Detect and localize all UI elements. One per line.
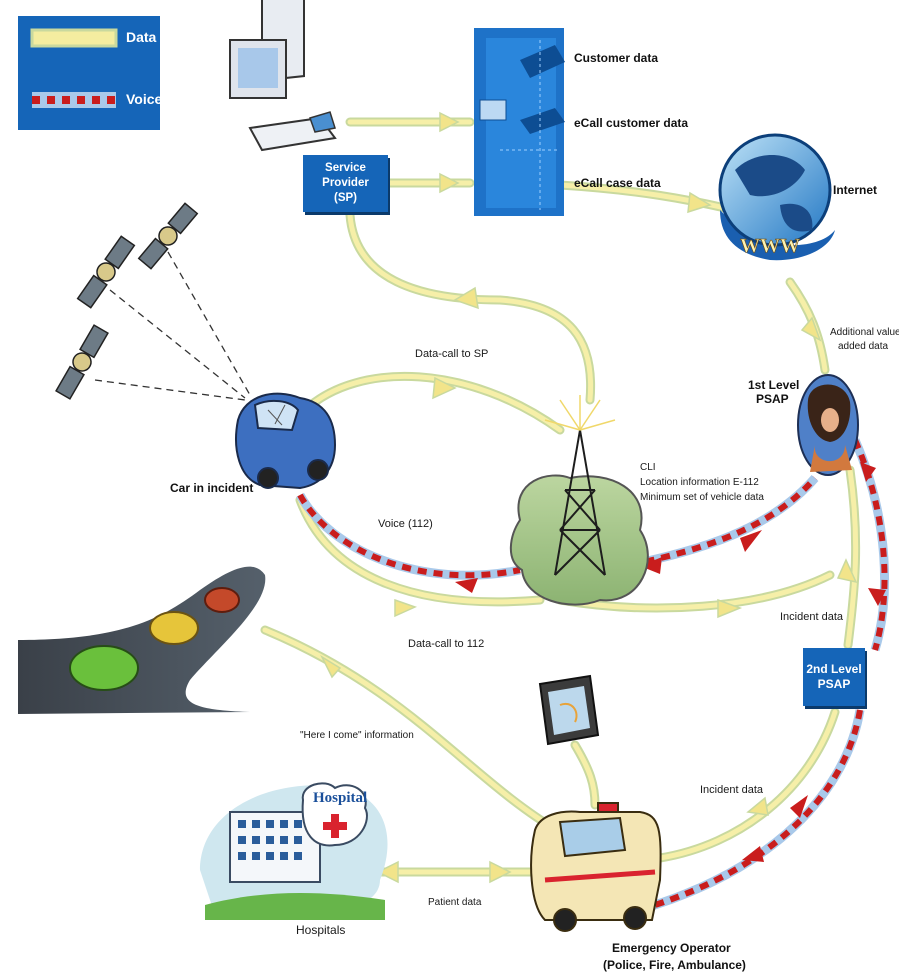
voice-flows [296,438,890,920]
car-in-incident-label: Car in incident [170,481,254,495]
ambulance-illustration [530,802,662,932]
voice-car-tower [297,493,521,579]
arrow-head [453,286,479,310]
arrow-head [746,796,769,816]
datacall-sp-label: Data-call to SP [415,348,489,360]
here-i-come-label: "Here I come" information [300,730,414,741]
monitor-illustration [538,674,600,746]
legend-data-label: Data [126,29,157,45]
emergency-operator-label-line1: Emergency Operator [612,941,731,955]
arrow-head [640,557,662,574]
tower-illustration [509,395,649,606]
psap2-line2: PSAP [817,677,851,691]
service-provider-line2: (SP) [334,192,357,204]
arrow-head [717,598,743,619]
arrow-head [790,795,808,818]
location-info-label: Location information E-112 [640,477,759,488]
legend-voice-label: Voice [126,91,163,107]
datacall-112-label: Data-call to 112 [408,638,485,650]
legend-data-swatch [30,28,118,48]
ecall-customer-data-label: eCall customer data [574,116,689,130]
hospital-sign-label: Hospital [313,790,368,806]
arrow-head [740,530,762,552]
emergency-operator-label-line2: (Police, Fire, Ambulance) [603,958,746,972]
arrow-head [376,860,399,884]
service-provider-line1: Service Provider [322,162,369,189]
incident-data-label-2: Incident data [700,784,763,796]
computer-illustration [229,0,337,152]
arrow-head [836,558,858,584]
arrow-head [742,846,764,862]
arrow-head [489,860,512,884]
internet-label: Internet [833,183,878,197]
patient-data-label: Patient data [428,897,482,908]
arrow-head [800,316,822,342]
additional-value-label-line2: added data [838,341,889,352]
customer-data-label: Customer data [574,51,659,65]
psap1-label-line1: 1st Level [748,378,800,392]
operator-illustration [797,374,859,476]
hospital-illustration [200,782,388,920]
internet-globe-illustration: WWW [718,133,835,261]
flow-sp-to-tower [345,210,596,405]
satellites-illustration [55,202,251,401]
additional-value-label-line1: Additional value [830,327,899,338]
cli-label: CLI [640,462,656,473]
psap2-box: 2nd Level PSAP [803,648,865,706]
arrow-head [439,172,460,194]
arrow-head [687,191,712,214]
incident-data-label-1: Incident data [780,611,843,623]
arrow-head [432,376,457,400]
voice-psap2-emergency [619,709,863,918]
arrow-head [320,654,342,679]
service-provider-box: Service Provider (SP) [303,155,388,212]
arrow-head [394,598,418,618]
server-illustration [474,28,565,216]
road-illustration [18,566,266,714]
legend-voice-swatch [32,92,116,108]
psap2-line1: 2nd Level [806,662,862,676]
voice-112-label: Voice (112) [378,518,433,530]
hospitals-label: Hospitals [296,923,346,937]
arrow-head [439,111,460,133]
ecall-case-data-label: eCall case data [574,176,661,190]
svg-text:WWW: WWW [740,235,800,257]
legend: Data Voice [18,16,163,130]
legend-swatches [30,28,118,108]
voice-tower-psap1 [629,476,818,568]
minimum-set-label: Minimum set of vehicle data [640,492,764,503]
car-incident-illustration [235,392,337,490]
arrow-head [868,588,886,606]
arrow-head [860,462,876,482]
voice-psap1-psap2 [852,438,888,651]
psap1-label-line2: PSAP [756,392,789,406]
arrow-head [455,578,478,593]
